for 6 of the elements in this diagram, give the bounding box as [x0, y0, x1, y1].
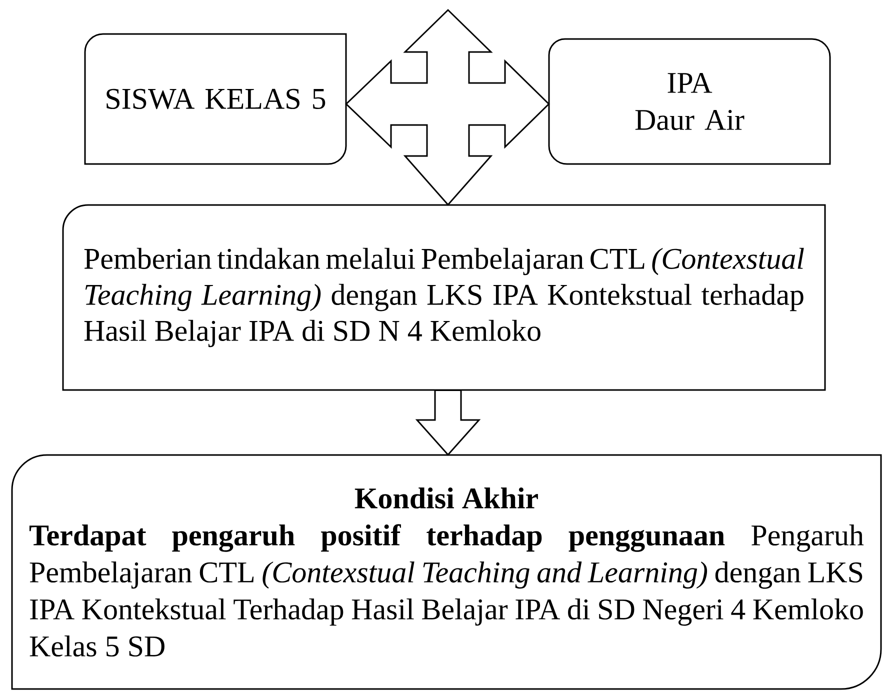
- rounded-box: IPA Daur Air: [548, 38, 831, 165]
- rounded-box: Pemberian tindakan melalui Pembelajaran CTL (Contexstual Teaching Learning) dengan LKS IPA Kontekstual terhadap Hasil Belajar IPA di SD N 4 Kemloko: [62, 204, 826, 391]
- block-arrow: [415, 389, 481, 456]
- rounded-box: Kondisi Akhir Terdapat pengaruh positif terhadap penggunaan Pengaruh Pembelajaran CTL (Contexstual Teaching and Learning) dengan LKS IPA Kontekstual Terhadap Hasil Belajar IPA di SD Negeri 4 Kemloko Kelas 5 SD: [11, 454, 882, 690]
- four-way-arrow: [345, 8, 550, 206]
- rounded-box: SISWA KELAS 5: [84, 33, 347, 165]
